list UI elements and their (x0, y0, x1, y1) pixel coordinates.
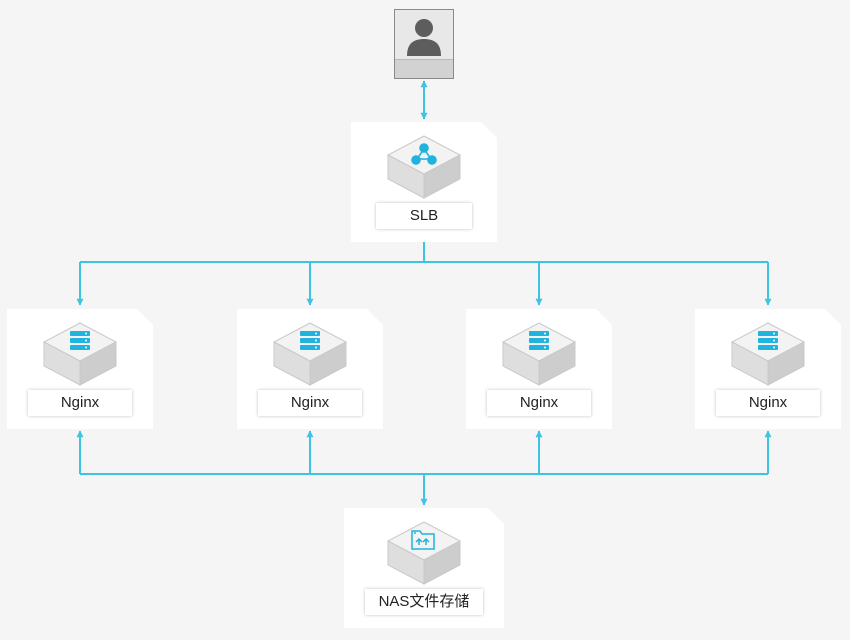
nas-label: NAS文件存储 (365, 589, 483, 615)
user-node[interactable] (394, 9, 454, 79)
nas-node[interactable]: NAS文件存储 (344, 508, 504, 628)
nginx-label-1: Nginx (28, 390, 132, 416)
slb-label: SLB (376, 203, 472, 229)
nginx-label-3: Nginx (487, 390, 591, 416)
nginx-label-2: Nginx (258, 390, 362, 416)
nginx-node-3[interactable]: Nginx (466, 309, 612, 429)
person-icon (407, 19, 441, 56)
share-network-icon (384, 132, 464, 202)
storage-folder-icon (384, 518, 464, 588)
user-card-footer (395, 59, 453, 78)
nginx-node-2[interactable]: Nginx (237, 309, 383, 429)
server-stack-icon (270, 319, 350, 389)
nginx-node-1[interactable]: Nginx (7, 309, 153, 429)
server-stack-icon (728, 319, 808, 389)
nginx-node-4[interactable]: Nginx (695, 309, 841, 429)
server-stack-icon (499, 319, 579, 389)
server-stack-icon (40, 319, 120, 389)
slb-node[interactable]: SLB (351, 122, 497, 242)
nginx-label-4: Nginx (716, 390, 820, 416)
